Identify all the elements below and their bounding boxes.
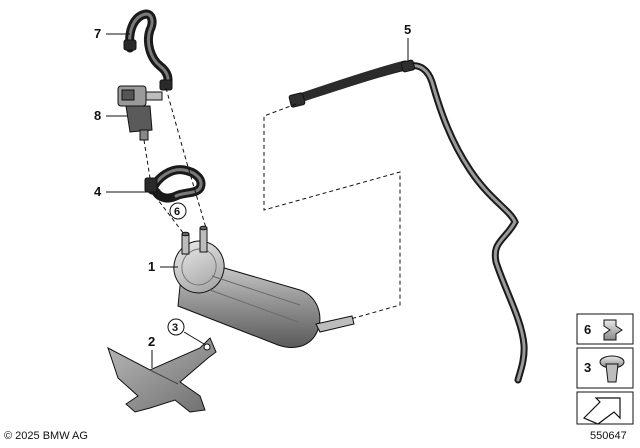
copyright-notice: © 2025 BMW AG: [4, 430, 88, 442]
callout-3-circle: [167, 318, 185, 336]
valve-part-8: [117, 85, 163, 141]
push-rivet-icon: [599, 355, 625, 383]
hose-part-7: [123, 9, 173, 91]
dashed-leader-8-4: [143, 139, 151, 179]
callout-8: 8: [94, 108, 101, 123]
callout-6: 6: [174, 206, 180, 218]
diagram-number: 550647: [590, 430, 627, 442]
callout-1: 1: [148, 259, 155, 274]
legend-box-6: 6: [576, 313, 634, 345]
direction-arrow-icon: [582, 397, 621, 425]
callout-2: 2: [148, 334, 155, 349]
leader-3: [183, 331, 205, 345]
hose-clip-icon: [603, 319, 623, 341]
dashed-leader-7-8: [165, 87, 207, 229]
callout-7: 7: [94, 26, 101, 41]
callout-6-circle: [169, 202, 187, 220]
dashed-leader-4-1: [154, 195, 185, 235]
vent-line-part-5: [288, 59, 528, 384]
legend-box-3: 3: [576, 347, 634, 389]
legend-box-arrow: [576, 391, 634, 425]
hose-part-4: [144, 165, 206, 203]
callout-5: 5: [404, 22, 411, 37]
legend-label-3: 3: [584, 360, 591, 375]
carbon-canister-part-1: [173, 225, 355, 348]
callout-3: 3: [172, 322, 178, 334]
legend-label-6: 6: [584, 322, 591, 337]
dashed-leader-5: [263, 103, 401, 323]
callout-4: 4: [94, 184, 102, 199]
bracket-part-2: [107, 337, 217, 413]
